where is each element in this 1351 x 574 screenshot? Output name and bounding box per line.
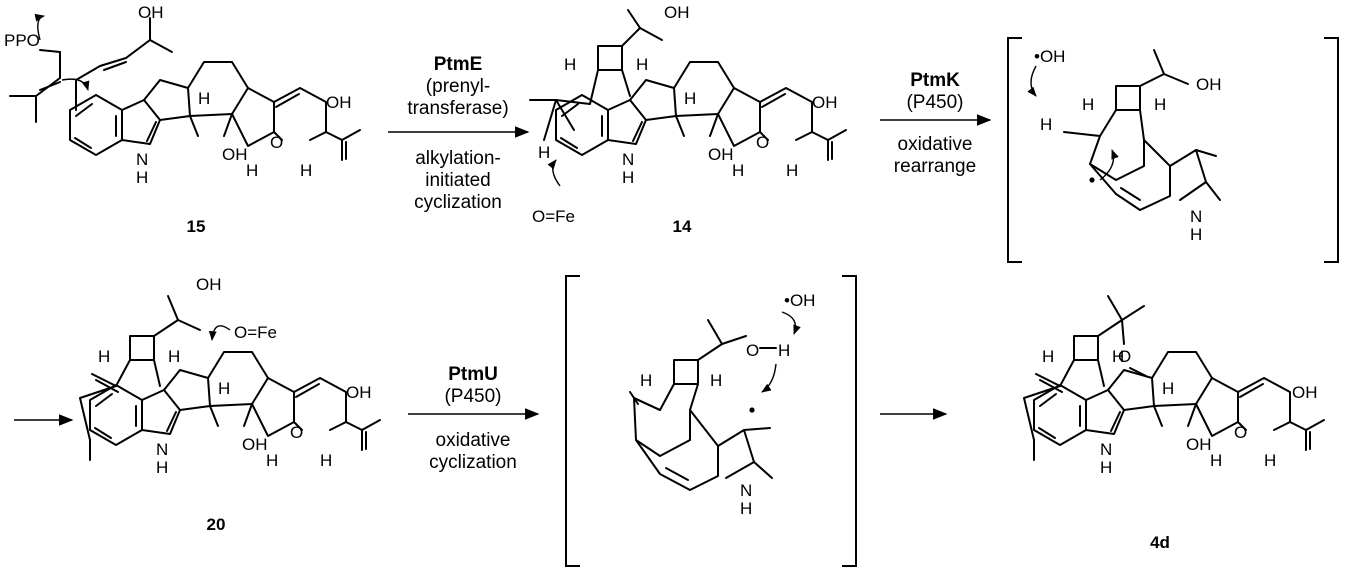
condition-text: transferase) — [407, 98, 508, 119]
atom-label: H — [1162, 379, 1174, 398]
compound-label: 15 — [187, 217, 206, 236]
condition-text: (P450) — [906, 92, 963, 113]
atom-label: H — [1154, 95, 1166, 114]
atom-label: H — [710, 371, 722, 390]
atom-label: O — [746, 341, 759, 360]
condition-text: alkylation- — [415, 148, 501, 169]
compound-label: 4d — [1150, 533, 1170, 552]
compound-label: 20 — [207, 515, 226, 534]
compound-14: OH H H H OH OH O N H H H H O=Fe 14 — [529, 3, 847, 236]
atom-label: H — [564, 55, 576, 74]
reaction-step-3: PtmU (P450) oxidative cyclization — [408, 364, 540, 473]
atom-label: O — [1234, 423, 1247, 442]
atom-label: H — [156, 458, 168, 477]
atom-label: OH — [812, 93, 838, 112]
atom-label: H — [266, 451, 278, 470]
atom-label: O — [270, 133, 283, 152]
atom-label: N — [1100, 440, 1112, 459]
condition-text: initiated — [425, 170, 491, 191]
atom-label: O=Fe — [532, 207, 575, 226]
condition-text: (P450) — [444, 386, 501, 407]
atom-label: H — [622, 168, 634, 187]
condition-text: rearrange — [894, 156, 976, 177]
atom-label: OH — [1186, 435, 1212, 454]
atom-label: OH — [222, 145, 248, 164]
atom-label: OH — [346, 383, 372, 402]
atom-label: H — [1100, 458, 1112, 477]
condition-text: oxidative — [898, 134, 973, 155]
condition-text: cyclization — [429, 452, 517, 473]
atom-label: H — [136, 168, 148, 187]
condition-text: cyclization — [414, 192, 502, 213]
compound-15: OH PPO N H H OH OH O H H 15 — [4, 3, 361, 236]
atom-label: H — [168, 347, 180, 366]
atom-label: N — [136, 150, 148, 169]
atom-label: H — [740, 499, 752, 518]
atom-label: H — [1042, 347, 1054, 366]
intermediate-2: •OH O H H H N H — [565, 275, 857, 567]
atom-label: OH — [242, 435, 268, 454]
atom-label: H — [1210, 451, 1222, 470]
atom-label: OH — [326, 93, 352, 112]
enzyme-label: PtmK — [910, 70, 960, 91]
atom-label: OH — [138, 3, 164, 22]
atom-label: N — [1190, 207, 1202, 226]
atom-label: H — [732, 161, 744, 180]
compound-20: OH O=Fe H H H OH OH O N H H H 20 — [14, 275, 381, 534]
atom-label: OH — [708, 145, 734, 164]
atom-label: H — [1112, 347, 1124, 366]
atom-label: H — [538, 143, 550, 162]
compound-4d: O H H H OH OH O N H H H 4d — [1023, 295, 1325, 552]
condition-text: oxidative — [436, 430, 511, 451]
atom-label: H — [218, 379, 230, 398]
atom-label: H — [786, 161, 798, 180]
atom-label: OH — [1292, 383, 1318, 402]
atom-label: OH — [664, 3, 690, 22]
atom-label: H — [198, 89, 210, 108]
atom-label: H — [246, 161, 258, 180]
compound-label: 14 — [673, 217, 692, 236]
atom-label: OH — [196, 275, 222, 294]
atom-label: H — [778, 341, 790, 360]
atom-label: H — [320, 451, 332, 470]
atom-label: •OH — [1034, 47, 1065, 66]
atom-label: H — [636, 55, 648, 74]
atom-label: H — [300, 161, 312, 180]
enzyme-label: PtmU — [448, 364, 498, 385]
atom-label: O — [1118, 347, 1131, 366]
atom-label: H — [1082, 95, 1094, 114]
atom-label: •OH — [784, 291, 815, 310]
atom-label: O — [756, 133, 769, 152]
atom-label: OH — [1196, 75, 1222, 94]
atom-label: H — [684, 89, 696, 108]
atom-label: H — [640, 371, 652, 390]
atom-label: H — [1040, 115, 1052, 134]
enzyme-label: PtmE — [434, 54, 483, 75]
atom-label: N — [156, 440, 168, 459]
atom-label: PPO — [4, 31, 40, 50]
condition-text: (prenyl- — [426, 76, 490, 97]
reaction-step-1: PtmE (prenyl- transferase) alkylation- i… — [388, 54, 530, 213]
atom-label: O=Fe — [234, 323, 277, 342]
atom-label: N — [740, 481, 752, 500]
atom-label: H — [1264, 451, 1276, 470]
atom-label: O — [290, 423, 303, 442]
atom-label: H — [98, 347, 110, 366]
radical-dot — [1089, 177, 1095, 183]
reaction-step-2: PtmK (P450) oxidative rearrange — [880, 70, 992, 177]
atom-label: N — [622, 150, 634, 169]
intermediate-1: •OH H H H OH N H — [1007, 37, 1339, 263]
atom-label: H — [1190, 225, 1202, 244]
radical-dot — [749, 407, 755, 413]
